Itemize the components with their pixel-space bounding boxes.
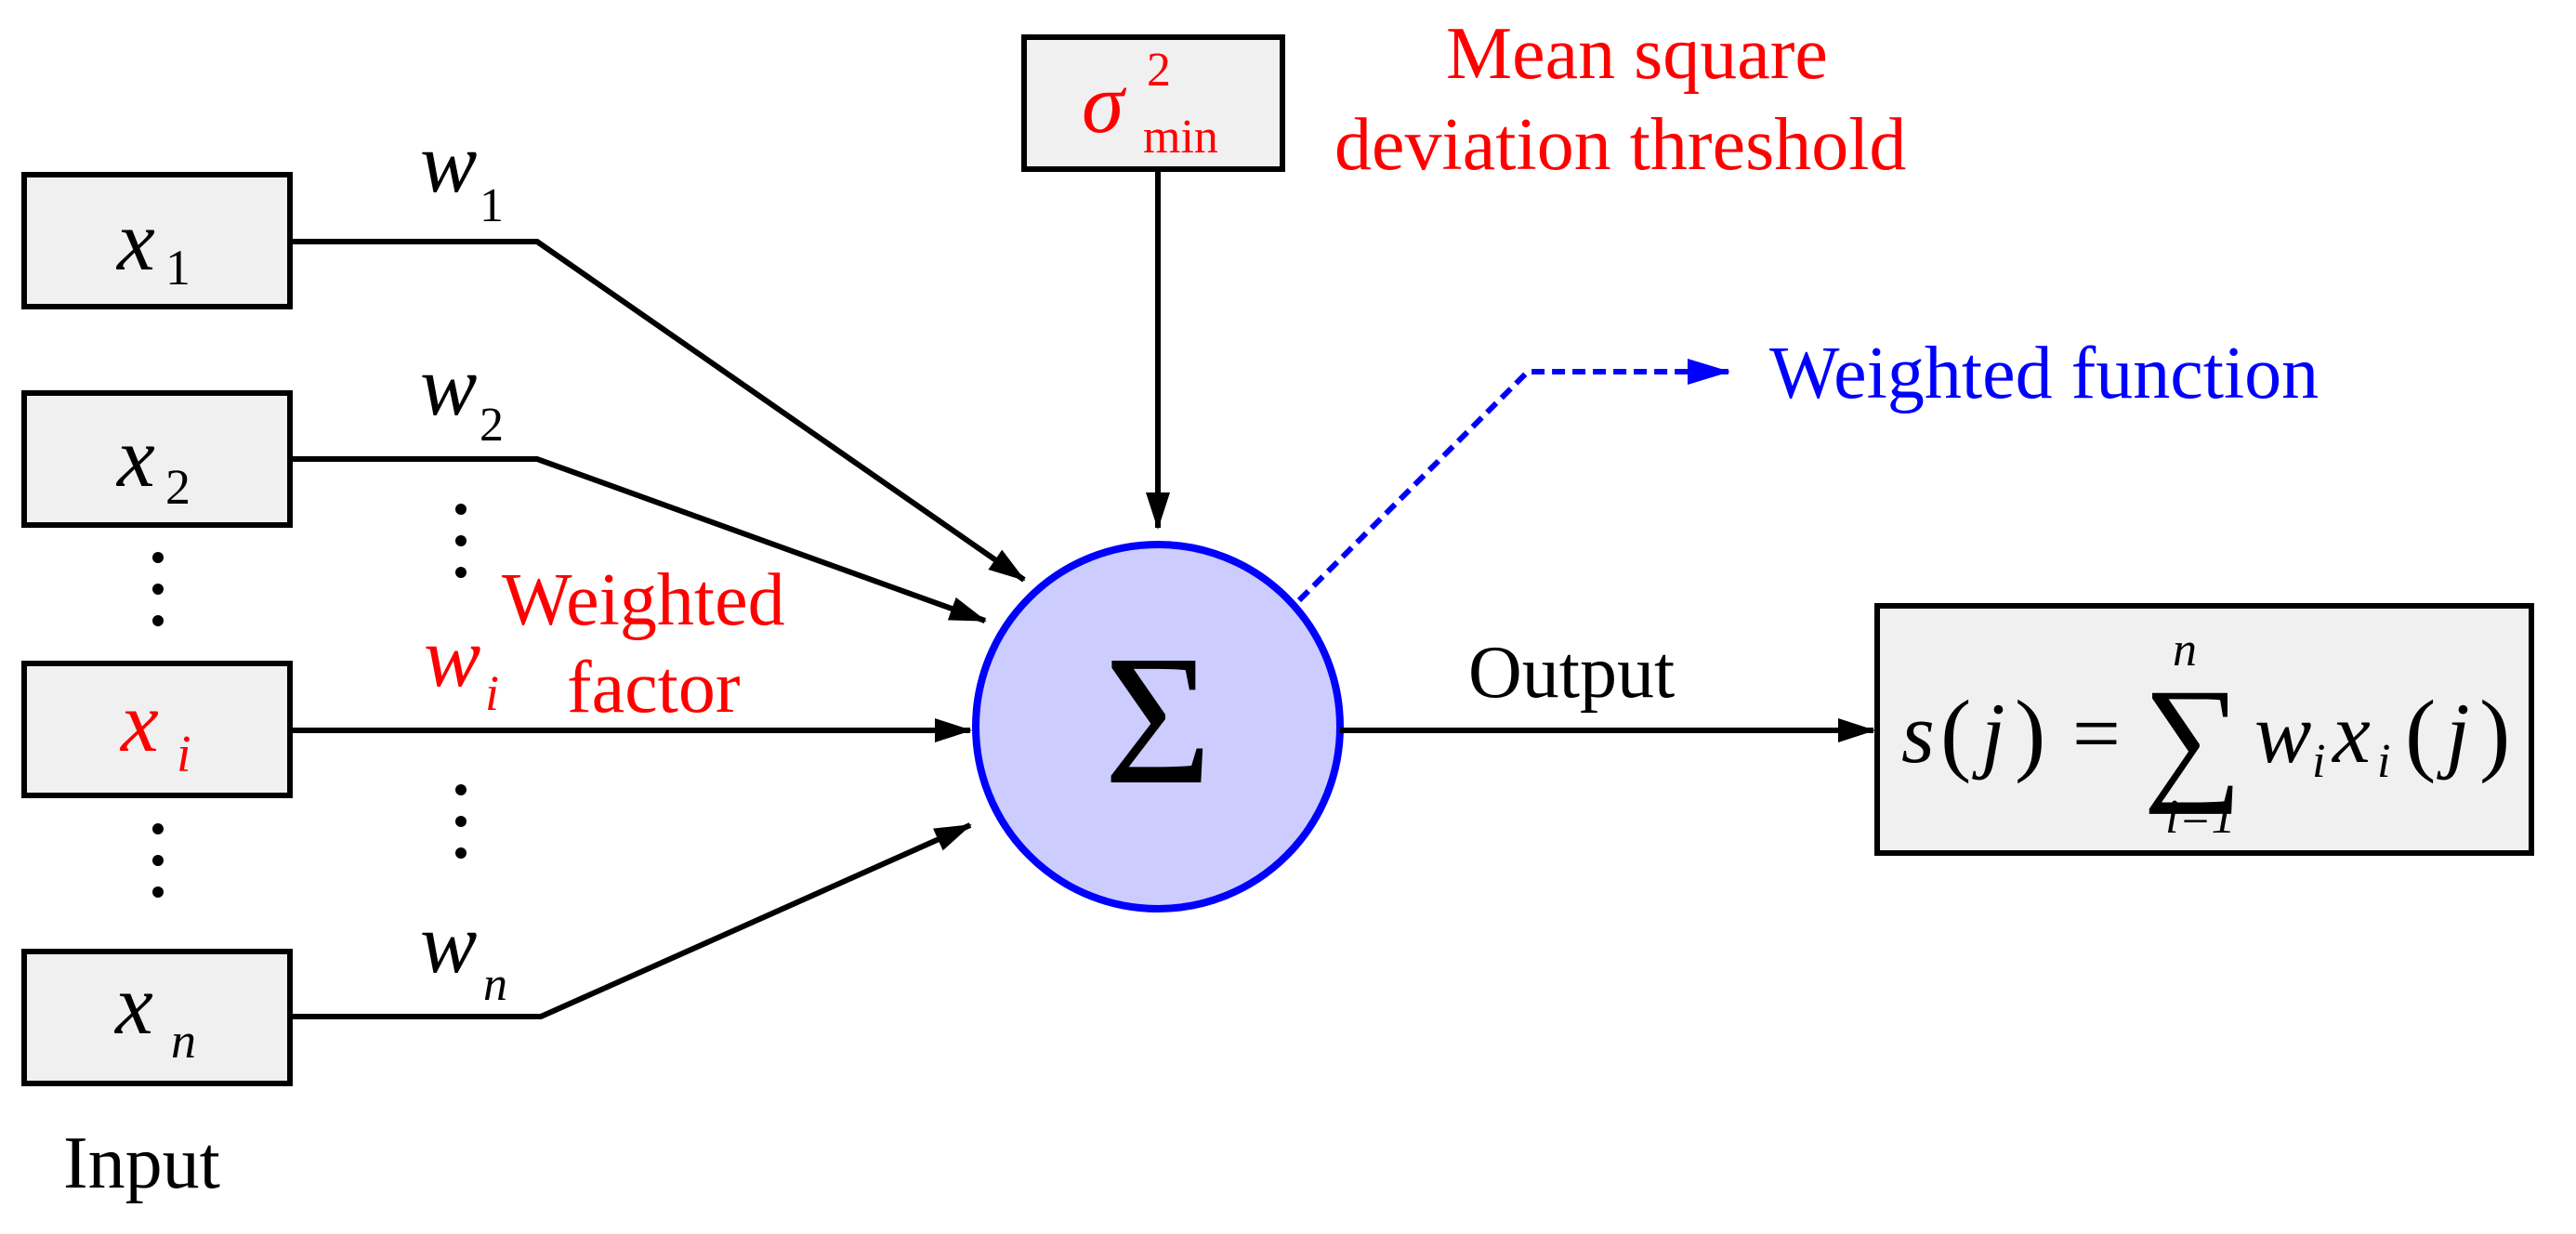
formula-w: w xyxy=(2254,686,2311,781)
xi-sub: i xyxy=(177,726,191,783)
sigma-symbol: σ xyxy=(1082,56,1127,151)
weighted-function-arrow xyxy=(1296,359,1730,603)
x2-var: x xyxy=(115,410,155,505)
input-box-xi: x i xyxy=(21,661,293,798)
formula-rparen-1: ) xyxy=(2015,681,2045,784)
threshold-label-line1: Mean square xyxy=(1446,13,1828,95)
wi-var: w xyxy=(424,610,480,704)
input-ellipsis xyxy=(152,552,164,898)
formula-lparen-1: ( xyxy=(1940,681,1971,784)
formula-s: s xyxy=(1901,686,1935,781)
formula-lparen-2: ( xyxy=(2405,681,2436,784)
input-box-x2: x 2 xyxy=(21,390,293,528)
threshold-box: σ 2 min xyxy=(1021,34,1285,172)
weight-w1: w 1 xyxy=(420,115,504,232)
formula-equals: = xyxy=(2072,686,2121,781)
weighted-factor-line2: factor xyxy=(567,647,741,729)
x1-var: x xyxy=(115,193,155,288)
formula-box: s ( j ) = ∑ n i=1 w i x i ( j ) xyxy=(1874,603,2534,856)
wn-var: w xyxy=(420,896,477,991)
formula-upper: n xyxy=(2173,624,2197,676)
summation-node: Σ xyxy=(972,541,1344,912)
w2-sub: 2 xyxy=(480,399,504,452)
threshold-label-line2: deviation threshold xyxy=(1334,104,1906,186)
input-box-xn: x n xyxy=(21,949,293,1086)
xn-var: x xyxy=(113,957,153,1052)
weight-wn: w n xyxy=(420,896,507,1011)
connection-x2 xyxy=(290,456,987,624)
w1-var: w xyxy=(420,115,477,210)
wn-sub: n xyxy=(483,958,507,1011)
formula-rparen-2: ) xyxy=(2479,681,2510,784)
xn-sub: n xyxy=(171,1013,196,1069)
weighted-function-label: Weighted function xyxy=(1769,333,2319,414)
connection-x1 xyxy=(290,239,1026,583)
formula-lower: i=1 xyxy=(2165,791,2236,844)
formula-x: x xyxy=(2331,686,2371,781)
formula-x-sub: i xyxy=(2377,735,2390,788)
input-caption: Input xyxy=(63,1122,220,1204)
output-label: Output xyxy=(1468,632,1675,714)
xi-var: x xyxy=(119,675,159,769)
summation-symbol: Σ xyxy=(1104,618,1212,823)
weighted-factor-line1: Weighted xyxy=(502,559,785,641)
sigma-sub: min xyxy=(1143,111,1218,164)
formula-w-sub: i xyxy=(2312,735,2325,788)
weight-connections xyxy=(290,239,1026,1019)
weight-ellipsis xyxy=(455,504,467,859)
weight-w2: w 2 xyxy=(420,338,504,452)
formula-sigma: ∑ xyxy=(2143,661,2242,815)
connection-xn xyxy=(290,822,972,1019)
sigma-sup: 2 xyxy=(1147,44,1171,97)
input-box-x1: x 1 xyxy=(21,172,293,309)
w2-var: w xyxy=(420,338,477,433)
wi-sub: i xyxy=(485,665,499,721)
x1-sub: 1 xyxy=(165,240,191,295)
x2-sub: 2 xyxy=(165,459,191,515)
weight-wi: w i xyxy=(424,610,499,721)
w1-sub: 1 xyxy=(480,179,504,232)
